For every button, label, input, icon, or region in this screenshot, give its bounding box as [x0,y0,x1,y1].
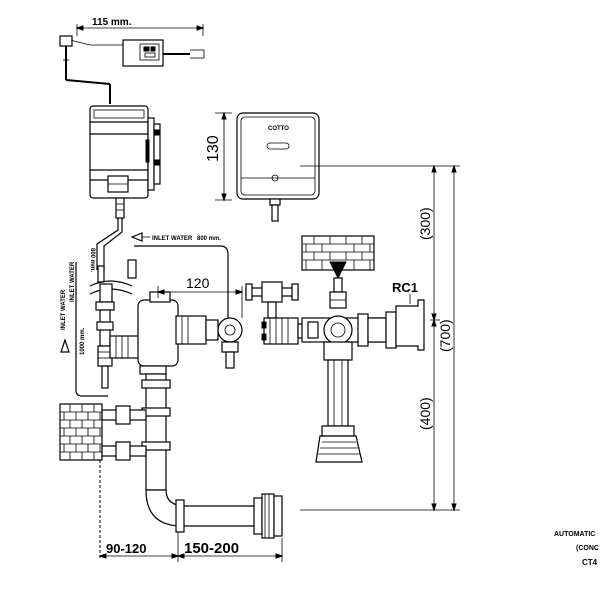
drawing-caption: AUTOMATIC (CONC CT4 [554,531,599,567]
inlet-water-label-v1: INLET WATER [70,261,76,302]
inlet-water-length-v1: 800 mm. [89,248,95,272]
dim-120: 120 [186,275,210,291]
inlet-water-length-h: 800 mm. [197,236,221,242]
label-rc1: RC1 [392,280,418,295]
inlet-water-length-v2: 1000 mm. [80,327,86,355]
dim-115mm: 115 mm. [92,17,132,28]
inlet-water-label-v2: INLET WATER [61,289,67,330]
dim-300: (300) [417,207,433,240]
dim-150-200: 150-200 [184,540,239,557]
flush-valve-front: RC1 [301,235,425,463]
flush-valve-left: 120 [137,275,244,375]
brick-wall-left [60,404,102,460]
bottom-dimensions: 90-120 150-200 [98,532,284,562]
caption-line2: (CONC [576,545,599,552]
control-box-assembly: 115 mm. [59,17,205,104]
sensor-brand-logo: COTTO [268,126,289,132]
caption-line3: CT4 [582,558,598,567]
caption-line1: AUTOMATIC [554,531,595,538]
sensor-front-view: 130 COTTO [205,111,320,222]
battery-valve-box [89,105,161,219]
flush-pipe-left [59,373,283,560]
inlet-water-label-h: INLET WATER [152,236,193,242]
inlet-water-annotations: INLET WATER 800 mm. INLET WATER 800 mm. … [60,232,221,355]
right-dimensions: (300) (700) (400) [300,164,460,512]
dim-400: (400) [417,397,433,430]
dim-700: (700) [437,319,453,352]
inlet-hoses [75,218,229,397]
dim-130: 130 [205,135,222,162]
dim-90-120: 90-120 [106,541,146,556]
left-fitting-cluster [89,259,141,389]
stop-valve-middle [245,281,307,345]
